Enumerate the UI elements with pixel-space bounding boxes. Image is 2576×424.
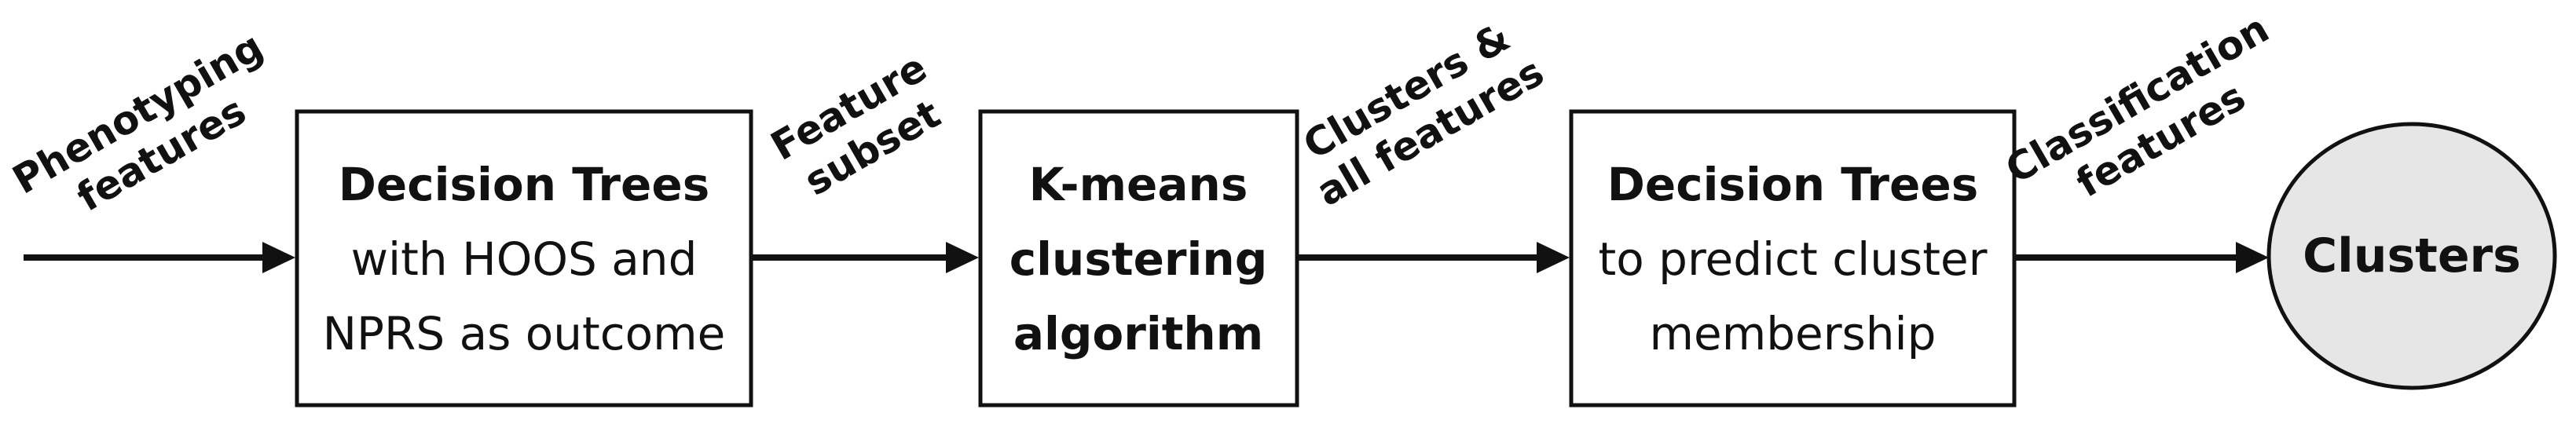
kmeans-line1: K-means bbox=[1029, 158, 1248, 211]
decision-trees-outcome-line3: NPRS as outcome bbox=[323, 307, 726, 360]
decision-trees-outcome-title: Decision Trees bbox=[339, 158, 709, 211]
arrow-input-to-tree1 bbox=[24, 242, 295, 273]
kmeans-box: K-means clustering algorithm bbox=[978, 109, 1299, 408]
decision-trees-predict-line2: to predict cluster bbox=[1599, 232, 1988, 286]
edge-label-phenotyping: Phenotyping features bbox=[5, 24, 270, 221]
edge-label-classification: Classification features bbox=[1998, 5, 2276, 206]
decision-trees-predict-box: Decision Trees to predict cluster member… bbox=[1569, 109, 2017, 408]
kmeans-line2: clustering bbox=[1010, 232, 1267, 286]
decision-trees-outcome-line2: with HOOS and bbox=[351, 232, 698, 286]
decision-trees-predict-title: Decision Trees bbox=[1607, 158, 1978, 211]
arrow-kmeans-to-tree2 bbox=[1299, 242, 1570, 273]
arrow-tree1-to-kmeans bbox=[753, 242, 979, 273]
clusters-label: Clusters bbox=[2303, 228, 2521, 283]
arrow-tree2-to-clusters bbox=[2016, 242, 2269, 273]
decision-trees-outcome-box: Decision Trees with HOOS and NPRS as out… bbox=[295, 109, 753, 408]
edge-label-clusters-all-features: Clusters & all features bbox=[1295, 14, 1551, 215]
decision-trees-predict-line3: membership bbox=[1650, 307, 1937, 360]
clusters-node: Clusters bbox=[2266, 122, 2557, 390]
edge-label-feature-subset: Feature subset bbox=[764, 45, 948, 205]
kmeans-line3: algorithm bbox=[1013, 307, 1263, 360]
